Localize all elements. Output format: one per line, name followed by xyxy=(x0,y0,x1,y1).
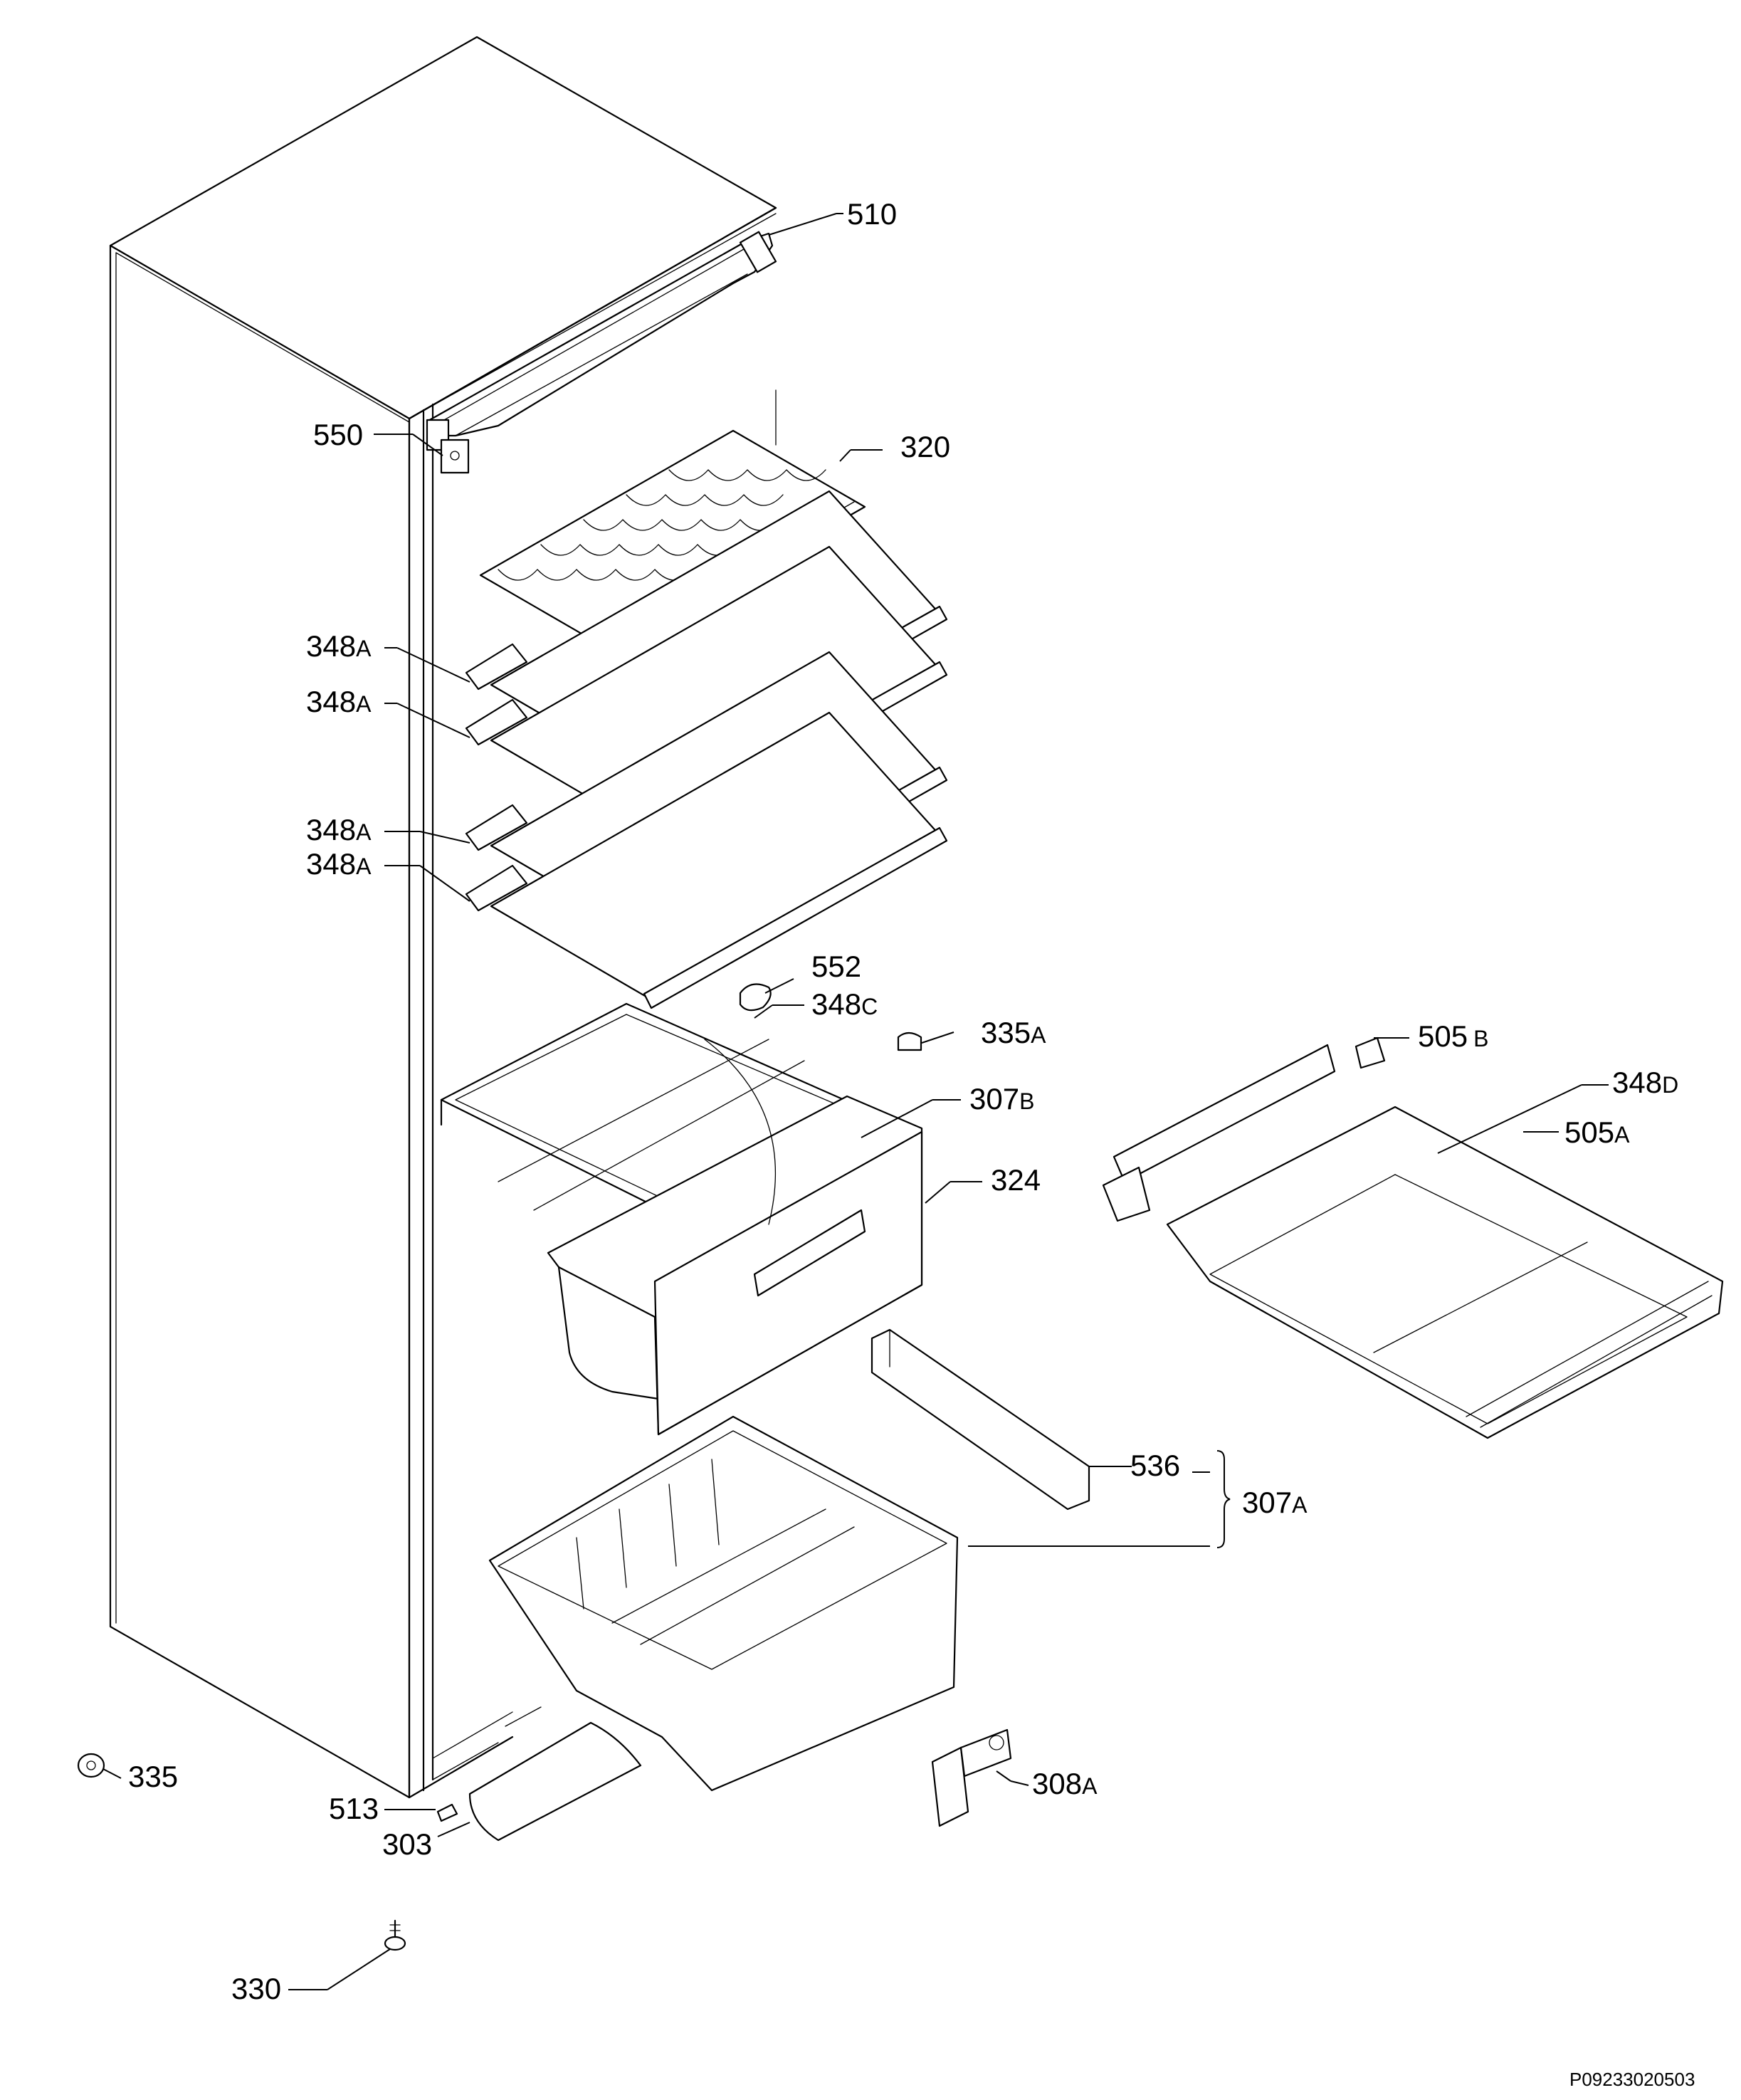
label-348a-1: 348A xyxy=(306,629,372,663)
label-348d: 348D xyxy=(1612,1066,1678,1099)
part-335a xyxy=(897,1031,922,1051)
control-panel-510 xyxy=(426,231,777,451)
label-536: 536 xyxy=(1130,1449,1180,1482)
label-550: 550 xyxy=(313,418,363,451)
foot-335 xyxy=(77,1753,105,1778)
leader-lines xyxy=(102,213,1609,1990)
part-labels: 510 550 320 348A 348A 348A 348A 552 348C… xyxy=(128,197,1695,2090)
divider-536 xyxy=(870,1328,1090,1511)
glass-shelf-4 xyxy=(465,711,948,1009)
document-number: P09233020503 xyxy=(1569,2069,1695,2090)
part-552 xyxy=(739,983,772,1012)
label-348a-4: 348A xyxy=(306,847,372,881)
label-335a: 335A xyxy=(981,1016,1046,1049)
label-303: 303 xyxy=(382,1827,432,1861)
cabinet-body xyxy=(109,36,777,1799)
label-320: 320 xyxy=(900,430,950,463)
label-348a-3: 348A xyxy=(306,813,372,846)
label-308a: 308A xyxy=(1032,1767,1098,1800)
bottom-drawer-307a xyxy=(488,1415,959,1792)
shelf-assembly-348d xyxy=(1102,1036,1724,1439)
label-552: 552 xyxy=(811,950,861,983)
part-513 xyxy=(436,1803,458,1822)
screw-330 xyxy=(384,1919,406,1951)
drawer-324 xyxy=(498,1039,923,1436)
label-505a: 505A xyxy=(1564,1115,1630,1149)
label-513: 513 xyxy=(329,1792,379,1825)
label-335: 335 xyxy=(128,1760,178,1793)
kick-plate-303 xyxy=(468,1721,642,1842)
lamp-bracket-550 xyxy=(440,439,470,474)
hinge-308a xyxy=(931,1728,1012,1827)
label-307b: 307B xyxy=(969,1082,1034,1115)
label-324: 324 xyxy=(991,1163,1041,1197)
label-510: 510 xyxy=(847,197,897,231)
label-348a-2: 348A xyxy=(306,685,372,718)
label-348c: 348C xyxy=(811,987,878,1021)
label-307a: 307A xyxy=(1242,1486,1308,1519)
label-330: 330 xyxy=(231,1972,281,2005)
